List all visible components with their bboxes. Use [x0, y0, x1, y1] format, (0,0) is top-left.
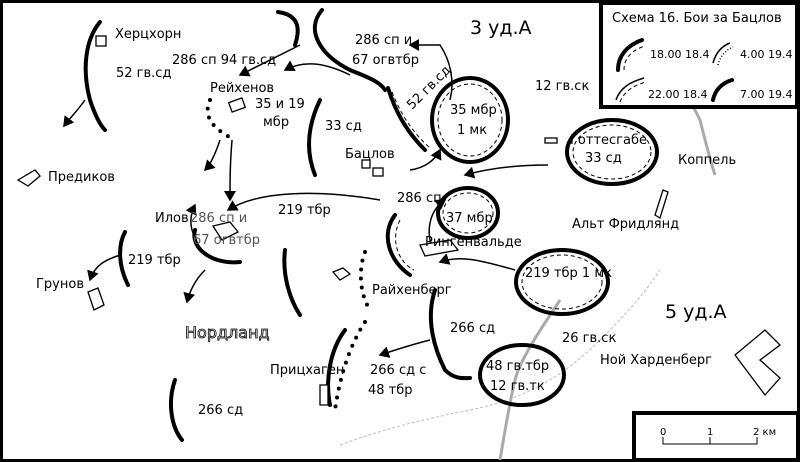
- town-label: Коппель: [678, 153, 736, 168]
- region-label: Нордланд: [185, 323, 270, 342]
- town-label: Предиков: [48, 170, 115, 185]
- unit-label: 286 сп 94 гв.сд: [172, 53, 276, 68]
- town-label: Херцхорн: [115, 27, 181, 42]
- movement-arrows: [63, 39, 549, 358]
- town-label: Ной Харденберг: [600, 353, 712, 368]
- unit-circles: [430, 76, 659, 407]
- town-label: Прицхаген: [270, 363, 344, 378]
- unit-label: 35 и 19: [255, 97, 305, 112]
- legend-item: 22.00 18.4: [648, 88, 707, 101]
- road: [339, 269, 661, 446]
- unit-label: 33 сд: [585, 151, 622, 166]
- unit-label: 219 тбр 1 мк: [525, 266, 612, 281]
- scale-tick: 0: [660, 427, 666, 438]
- legend-item: 18.00 18.4: [650, 48, 709, 61]
- unit-label: 48 тбр: [368, 383, 413, 398]
- unit-label: 266 сд: [450, 321, 495, 336]
- unit-label: 266 сд с: [370, 363, 426, 378]
- town-label: Грунов: [36, 277, 84, 292]
- unit-label: мбр: [263, 115, 289, 130]
- town-label: Рингенвальде: [425, 235, 522, 250]
- unit-label: 67 огвтбр: [193, 233, 260, 248]
- unit-label: 26 гв.ск: [562, 331, 616, 346]
- unit-label: 219 тбр: [278, 203, 331, 218]
- unit-label: 219 тбр: [128, 253, 181, 268]
- army-label: 3 уд.А: [470, 17, 532, 39]
- unit-label: 286 сп: [397, 191, 442, 206]
- legend-item: 4.00 19.4: [740, 48, 792, 61]
- legend-item: 7.00 19.4: [740, 88, 792, 101]
- army-label: 5 уд.А: [665, 301, 727, 323]
- town-label: Бацлов: [345, 147, 395, 162]
- legend: Схема 16. Бои за Бацлов 18.00 18.4 4.00 …: [599, 1, 799, 109]
- town-label: Илов: [155, 211, 189, 226]
- town-label: Райхенберг: [372, 283, 452, 298]
- unit-label: 52 гв.сд: [116, 66, 171, 81]
- town-markers: [16, 35, 781, 406]
- legend-symbol-thick: [711, 78, 734, 102]
- unit-label: 12 гв.тк: [490, 379, 545, 394]
- front-lines: [83, 8, 472, 442]
- scale-tick: 2 км: [753, 427, 776, 438]
- unit-label: 266 сд: [198, 403, 243, 418]
- scale-tick: 1: [707, 427, 713, 438]
- unit-label: 1 мк: [457, 123, 487, 138]
- town-label: Альт Фридлянд: [572, 217, 679, 232]
- unit-label: 286 сп и: [190, 211, 247, 226]
- river: [498, 299, 562, 461]
- town-label: Рейхенов: [210, 81, 274, 96]
- unit-label: 35 мбр: [450, 103, 497, 118]
- scale-bar: 0 1 2 км: [632, 411, 800, 462]
- unit-label: 33 сд: [325, 119, 362, 134]
- unit-label: 12 гв.ск: [535, 79, 589, 94]
- unit-label: 48 гв.тбр: [486, 359, 549, 374]
- unit-label: 67 огвтбр: [352, 53, 419, 68]
- legend-symbol-dotted: [712, 42, 731, 64]
- town-label: Готтесгабе: [570, 133, 647, 148]
- unit-label: 37 мбр: [446, 211, 493, 226]
- legend-symbol-thin-dashed: [615, 77, 645, 101]
- unit-label: 286 сп и: [355, 33, 412, 48]
- legend-symbol-thick-dashed: [616, 38, 644, 72]
- legend-title: Схема 16. Бои за Бацлов: [612, 11, 782, 26]
